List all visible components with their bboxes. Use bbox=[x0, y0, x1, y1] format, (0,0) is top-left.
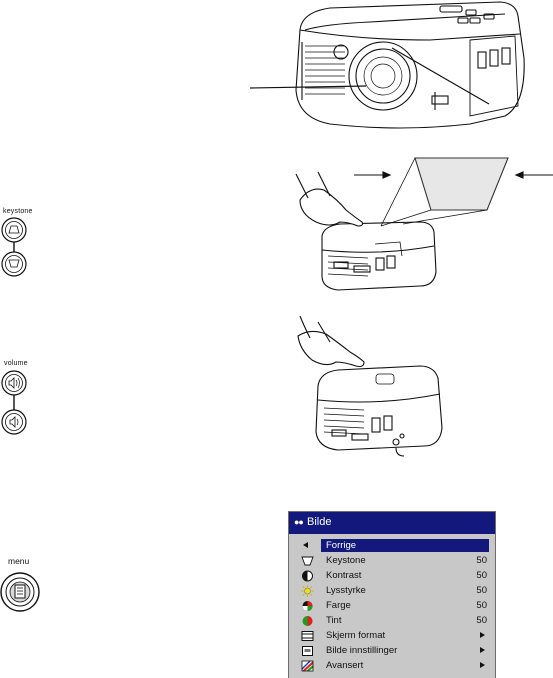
menu-item-label: Farge bbox=[326, 600, 351, 611]
keystone-trapezoid-icon bbox=[301, 555, 314, 567]
menu-item-forrige[interactable]: Forrige bbox=[289, 539, 495, 554]
menu-item-value: 50 bbox=[476, 600, 487, 611]
keystone-up-icon bbox=[9, 226, 19, 233]
menu-item-farge[interactable]: Farge 50 bbox=[289, 599, 495, 614]
menu-item-label: Lysstyrke bbox=[326, 585, 366, 596]
menu-button bbox=[1, 573, 39, 611]
menu-item-keystone[interactable]: Keystone 50 bbox=[289, 554, 495, 569]
keystone-label: keystone bbox=[3, 208, 33, 215]
tint-circle-icon bbox=[301, 615, 314, 627]
menu-item-label: Skjerm format bbox=[326, 630, 385, 641]
menu-item-value: 50 bbox=[476, 585, 487, 596]
menu-title: Bilde bbox=[307, 516, 331, 528]
back-arrow-icon bbox=[303, 542, 308, 548]
menu-list-icon bbox=[15, 585, 25, 598]
picture-menu-panel: ●● Bilde Forrige Keystone 50 Kontrast 50… bbox=[288, 511, 496, 678]
keystone-button-pair bbox=[2, 218, 26, 276]
menu-item-label: Bilde innstillinger bbox=[326, 645, 397, 656]
submenu-arrow-icon bbox=[480, 632, 485, 638]
menu-item-value: 50 bbox=[476, 555, 487, 566]
menu-item-label: Tint bbox=[326, 615, 341, 626]
menu-item-bilde-innstillinger[interactable]: Bilde innstillinger bbox=[289, 644, 495, 659]
picture-settings-icon bbox=[301, 645, 314, 657]
projector-top-illustration bbox=[296, 2, 524, 128]
volume-button-pair bbox=[2, 371, 26, 434]
advanced-icon bbox=[301, 660, 314, 672]
menu-item-kontrast[interactable]: Kontrast 50 bbox=[289, 569, 495, 584]
menu-item-label: Avansert bbox=[326, 660, 363, 671]
menu-item-label: Keystone bbox=[326, 555, 366, 566]
menu-label: menu bbox=[8, 556, 29, 566]
keystone-projection-illustration bbox=[296, 158, 553, 290]
volume-projector-illustration bbox=[298, 316, 442, 456]
brightness-sun-icon bbox=[301, 585, 314, 597]
submenu-arrow-icon bbox=[480, 662, 485, 668]
screen-format-icon bbox=[301, 630, 314, 642]
keystone-down-icon bbox=[9, 260, 19, 267]
menu-item-label: Forrige bbox=[321, 539, 489, 552]
color-circle-icon bbox=[301, 600, 314, 612]
menu-item-value: 50 bbox=[476, 570, 487, 581]
menu-item-tint[interactable]: Tint 50 bbox=[289, 614, 495, 629]
menu-item-value: 50 bbox=[476, 615, 487, 626]
volume-label: volume bbox=[4, 360, 28, 367]
submenu-arrow-icon bbox=[480, 647, 485, 653]
menu-dots-icon: ●● bbox=[294, 517, 303, 527]
menu-item-lysstyrke[interactable]: Lysstyrke 50 bbox=[289, 584, 495, 599]
menu-title-bar: ●● Bilde bbox=[289, 512, 495, 534]
volume-down-icon bbox=[10, 417, 15, 427]
menu-item-skjerm-format[interactable]: Skjerm format bbox=[289, 629, 495, 644]
contrast-circle-icon bbox=[301, 570, 314, 582]
menu-item-label: Kontrast bbox=[326, 570, 361, 581]
menu-item-avansert[interactable]: Avansert bbox=[289, 659, 495, 674]
volume-up-icon bbox=[9, 378, 14, 388]
